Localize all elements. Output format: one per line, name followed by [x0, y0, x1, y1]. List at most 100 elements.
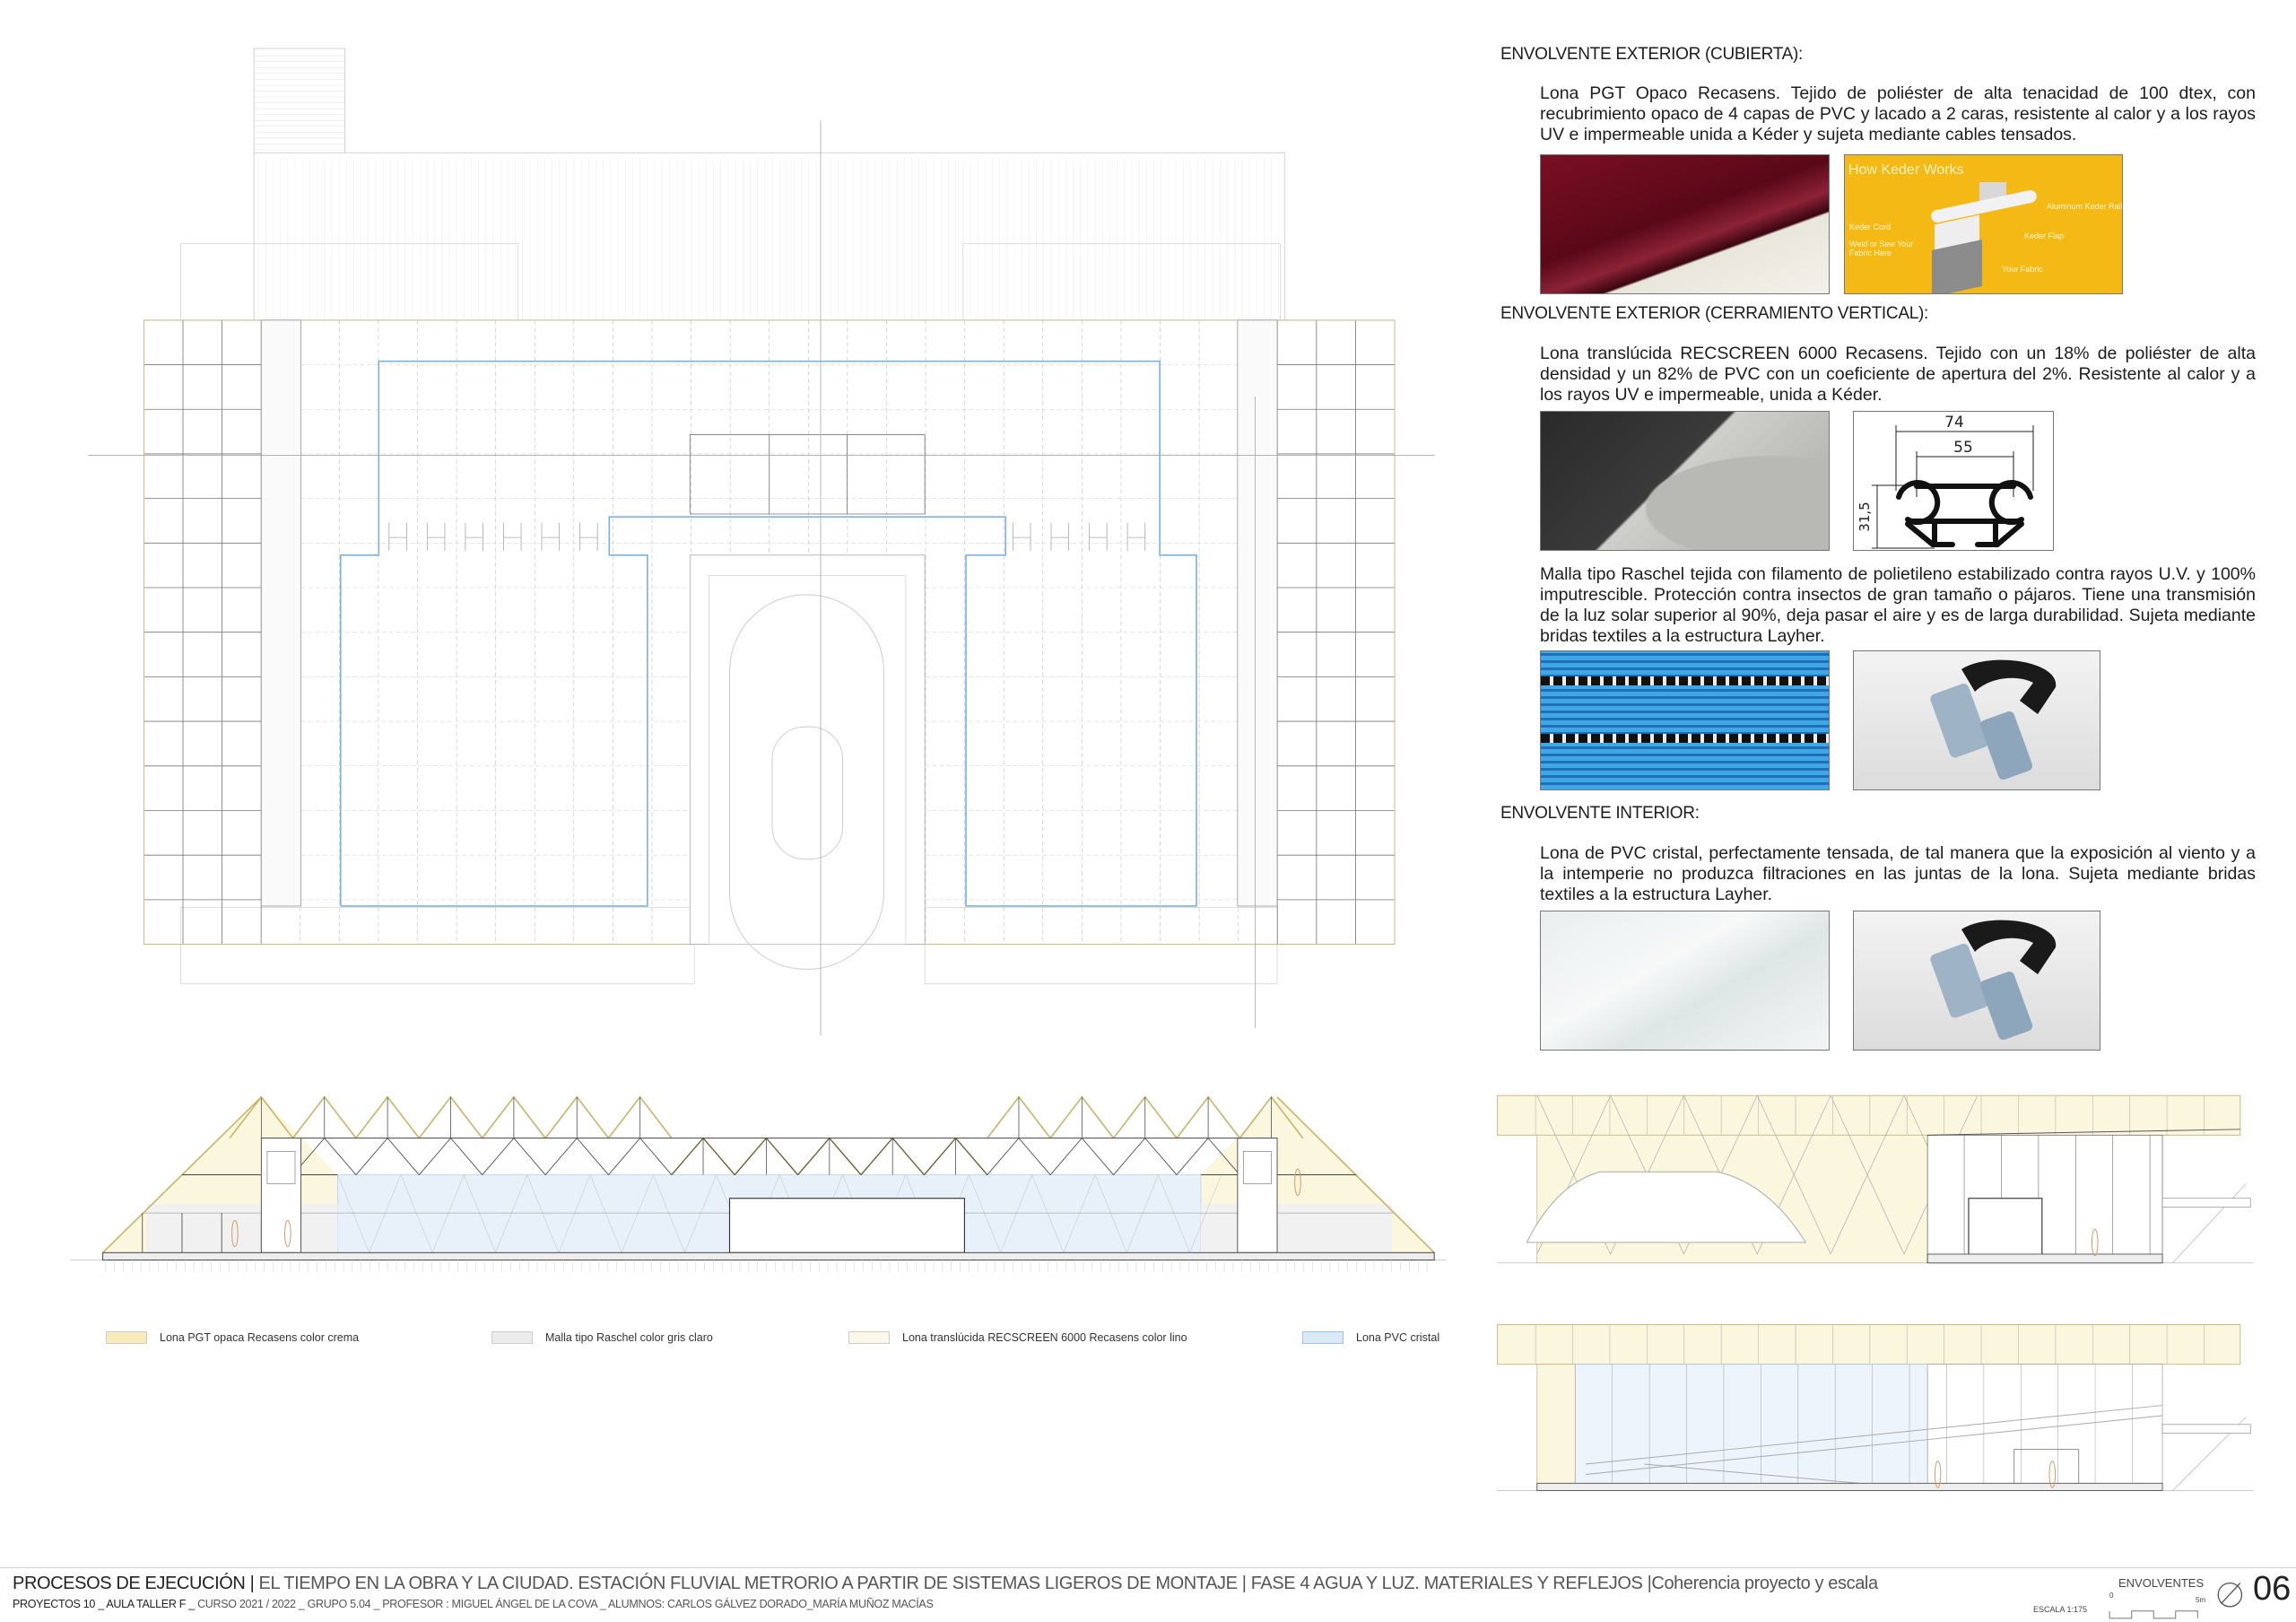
drawing-line	[684, 1174, 718, 1253]
drawing-line	[1031, 1174, 1065, 1253]
ramp	[1585, 1405, 2163, 1465]
tower-window	[1243, 1151, 1272, 1184]
heading-cerramiento: ENVOLVENTE EXTERIOR (CERRAMIENTO VERTICA…	[1500, 304, 1928, 323]
drawing-line	[1536, 1095, 1574, 1175]
drawing-line	[576, 1138, 609, 1175]
drawing-line	[369, 1174, 402, 1253]
drawing-line	[671, 1138, 704, 1175]
drawing-line	[639, 1138, 673, 1175]
photo-recscreen-fabric	[1540, 411, 1830, 551]
drawing-line	[558, 1174, 591, 1253]
photo-pvc-cristal	[1540, 911, 1830, 1051]
pvc-enclosure-outline	[339, 360, 1197, 907]
heading-cubierta: ENVOLVENTE EXTERIOR (CUBIERTA):	[1500, 45, 1803, 64]
keder-label-rail: Aluminum Keder Rail	[2047, 202, 2123, 211]
dome-outline	[1526, 1171, 1807, 1243]
drawing-line	[734, 1138, 767, 1175]
dimension-55: 55	[1953, 439, 1973, 457]
drawing-line	[1000, 1174, 1032, 1253]
footer-divider	[0, 1567, 2296, 1568]
drawing-line	[860, 1138, 893, 1175]
bottom-block-right	[924, 907, 1278, 985]
drawing-line	[1683, 1095, 1721, 1175]
drawing-line	[1189, 1174, 1222, 1253]
walkway	[253, 48, 345, 155]
north-icon	[2217, 1582, 2243, 1608]
drawing-line	[463, 1174, 496, 1253]
drawing-line	[2172, 1183, 2247, 1264]
drawing-line	[400, 1174, 433, 1253]
human-figure-icon	[231, 1219, 239, 1248]
drawing-line	[1793, 1174, 1831, 1255]
photo-keder-diagram: How Keder Works Aluminum Keder Rail Kede…	[1844, 154, 2123, 294]
paragraph-raschel: Malla tipo Raschel tejida con filamento …	[1540, 564, 2256, 646]
main-elevation	[70, 1095, 1447, 1272]
drawing-line	[324, 1138, 357, 1175]
drawing-line	[987, 1138, 1020, 1175]
drawing-line	[653, 1174, 685, 1253]
bridge-deck	[2161, 1424, 2251, 1434]
footer-title: PROCESOS DE EJECUCIÓN | EL TIEMPO EN LA …	[13, 1574, 1878, 1594]
drawing-line	[387, 1138, 420, 1175]
drawing-line	[969, 1174, 1001, 1253]
drawing-line	[1049, 1138, 1083, 1175]
deck	[253, 152, 1285, 321]
paragraph-cubierta: Lona PGT Opaco Recasens. Tejido de polié…	[1540, 83, 2256, 144]
drawing-line	[1094, 1174, 1127, 1253]
cream-facade	[1536, 1364, 1576, 1491]
drawing-line	[1830, 1095, 1868, 1175]
human-figure-icon	[2048, 1461, 2057, 1488]
drawing-line	[450, 1138, 483, 1175]
drawing-line	[495, 1174, 527, 1253]
photo-textile-strap-2	[1853, 911, 2100, 1051]
side-elevation-bottom	[1497, 1324, 2254, 1491]
side-elevation-top	[1497, 1094, 2254, 1264]
drawing-line	[1830, 1174, 1868, 1255]
human-figure-icon	[1294, 1168, 1301, 1196]
drawing-line	[482, 1138, 515, 1175]
drawing-line	[766, 1138, 798, 1175]
legend-swatch	[491, 1331, 533, 1344]
bottom-block-left	[180, 907, 695, 985]
floor-plan	[88, 48, 1435, 1036]
footer-subtitle-team: CURSO 2021 / 2022 _ GRUPO 5.04 _ PROFESO…	[194, 1598, 934, 1610]
heading-interior: ENVOLVENTE INTERIOR:	[1500, 804, 1700, 823]
drawing-line	[1573, 1095, 1611, 1175]
drawing-line	[419, 1138, 451, 1175]
sheet-number: 06	[2253, 1570, 2292, 1608]
drawing-line	[1144, 1138, 1178, 1175]
mesh-area-left	[146, 1204, 338, 1253]
tower-right	[1237, 1138, 1278, 1253]
legend-recscreen: Lona translúcida RECSCREEN 6000 Recasens…	[848, 1331, 1187, 1344]
drawing-line	[621, 1174, 654, 1253]
paragraph-recscreen: Lona translúcida RECSCREEN 6000 Recasens…	[1540, 344, 2256, 405]
human-figure-icon	[284, 1219, 291, 1248]
drawing-line	[1207, 1138, 1240, 1175]
drawing-line	[1018, 1138, 1051, 1175]
photo-textile-strap	[1853, 650, 2100, 790]
legend-swatch	[848, 1331, 890, 1344]
frame-top	[689, 434, 926, 514]
drawing-line	[1176, 1138, 1209, 1175]
ramp	[1585, 1415, 2163, 1475]
legend-swatch	[106, 1331, 147, 1344]
keder-label-fabric: Your Fabric	[2002, 265, 2043, 274]
drawing-line	[337, 1174, 370, 1253]
dimension-74: 74	[1944, 414, 1964, 432]
drawing-line	[1063, 1174, 1096, 1253]
drawing-line	[1610, 1095, 1648, 1175]
bridge-deck	[2161, 1198, 2251, 1208]
drawing-line	[608, 1138, 640, 1175]
ground-slab	[1926, 1253, 2163, 1264]
legend-raschel: Malla tipo Raschel color gris claro	[491, 1331, 713, 1344]
drawing-line	[544, 1138, 578, 1175]
scale-start: 0	[2109, 1591, 2114, 1600]
drawing-line	[891, 1138, 925, 1175]
keder-label-flap: Keder Flap	[2024, 231, 2065, 240]
keder-title: How Keder Works	[1848, 162, 1964, 178]
drawing-line	[1793, 1095, 1831, 1175]
drawing-line	[924, 1138, 956, 1175]
vehicle-outline	[729, 594, 884, 970]
footer-title-course: PROCESOS DE EJECUCIÓN |	[13, 1574, 255, 1593]
